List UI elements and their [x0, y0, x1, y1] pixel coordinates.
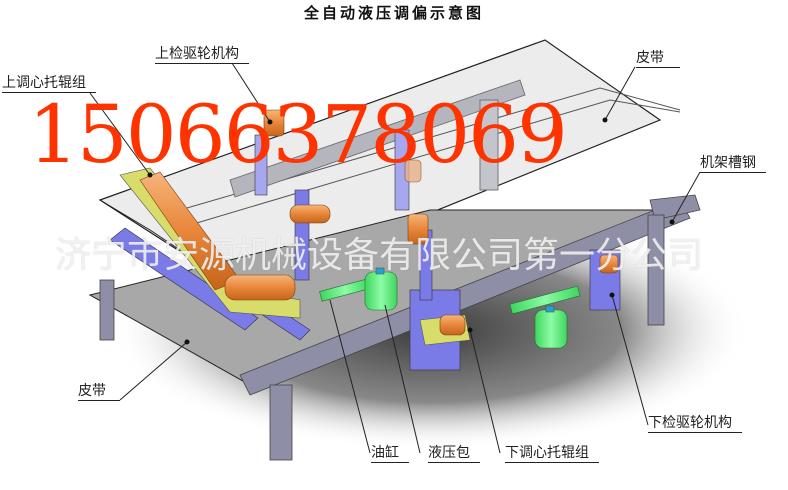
diagram-title: 全自动液压调偏示意图 — [303, 4, 484, 22]
orange-rollers — [139, 109, 619, 336]
rear-beam — [229, 79, 526, 198]
label-frame-channel-steel: 机架槽钢 — [700, 155, 766, 173]
label-belt-top: 皮带 — [636, 50, 680, 68]
label-oil-cylinder: 油缸 — [371, 445, 409, 463]
label-hydraulic-pack: 液压包 — [428, 445, 480, 463]
label-lower-detect-drive: 下检驱轮机构 — [648, 415, 742, 433]
hydraulic-units — [319, 267, 581, 349]
company-watermark: 济宁市安源机械设备有限公司第一分公司 — [55, 235, 704, 276]
phone-number-overlay: 15066378069 — [28, 88, 568, 181]
leader-dots — [147, 117, 675, 345]
leader-lines — [89, 62, 701, 454]
label-upper-detect-drive: 上检驱轮机构 — [155, 46, 249, 64]
label-belt-bottom: 皮带 — [78, 383, 120, 401]
label-upper-aligning-idler: 上调心托辊组 — [2, 75, 96, 93]
label-lower-aligning-idler: 下调心托辊组 — [505, 445, 599, 463]
